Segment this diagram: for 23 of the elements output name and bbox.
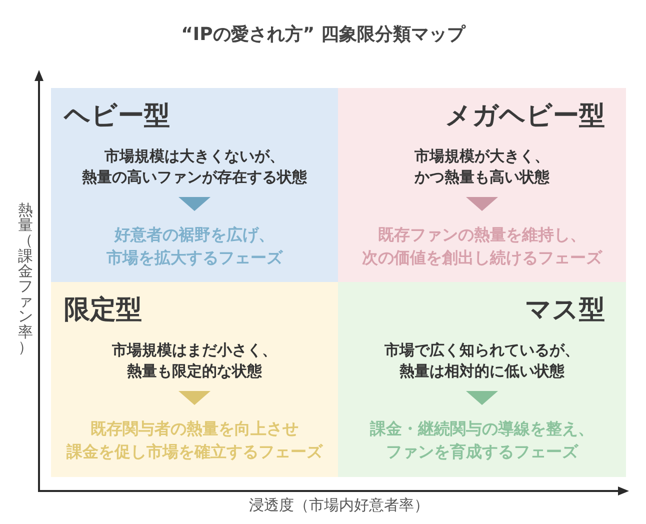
quadrant-title: 限定型: [64, 297, 142, 323]
down-arrow: [466, 197, 498, 211]
down-arrow: [178, 197, 210, 211]
status-text: 市場規模は大きくないが、熱量の高いファンが存在する状態: [82, 147, 307, 186]
status-text: 市場で広く知られているが、熱量は相対的に低い状態: [384, 341, 580, 380]
diagram-title: “IPの愛され方” 四象限分類マップ: [181, 24, 465, 46]
down-arrow: [466, 391, 498, 405]
quadrant-panel: [338, 282, 626, 477]
quadrant-panel: [338, 88, 626, 282]
quadrant-panel: [51, 282, 338, 477]
phase-text: 既存関与者の熱量を向上させ課金を促し市場を確立するフェーズ: [66, 419, 322, 461]
phase-text: 課金・継続関与の導線を整え、ファンを育成するフェーズ: [370, 419, 594, 461]
quadrant-panel: [51, 88, 338, 282]
quadrant-title: マス型: [525, 297, 605, 323]
status-text: 市場規模が大きく、かつ熱量も高い状態: [414, 147, 550, 186]
axis-label: 浸透度（市場内好意者率）: [249, 496, 429, 514]
status-text: 市場規模はまだ小さく、熱量も限定的な状態: [112, 341, 277, 380]
down-arrow: [178, 391, 210, 405]
phase-text: 好意者の裾野を広げ、市場を拡大するフェーズ: [106, 225, 282, 267]
axis-label: 熱量（課金ファン率）: [18, 203, 33, 356]
quadrant-title: メガヘビー型: [445, 103, 605, 129]
phase-text: 既存ファンの熱量を維持し、次の価値を創出し続けるフェーズ: [362, 225, 602, 267]
quadrant-title: ヘビー型: [64, 103, 170, 129]
